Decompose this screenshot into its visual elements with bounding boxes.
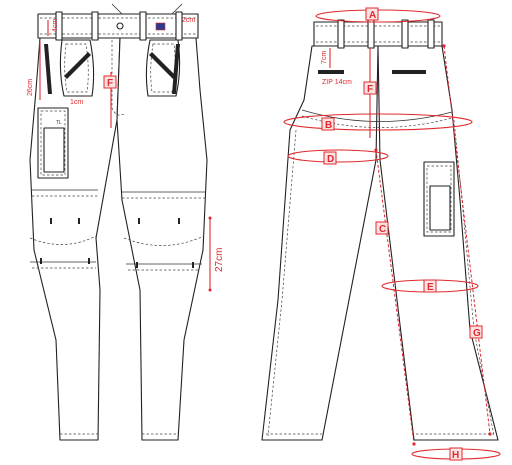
front-view: TL 4cm 26cm 2cm 1cm F 27cm [27, 3, 225, 441]
waist-button [116, 22, 124, 30]
cargo-gap-note: 1cm [70, 99, 83, 106]
inseam-label: C [379, 224, 386, 235]
belt-loop [427, 19, 435, 49]
flag-size-note: 2cm [182, 17, 195, 24]
side-pocket-depth-note: 26cm [27, 79, 34, 96]
zip-icon [318, 70, 344, 74]
zip-length-note: ZIP 14cm [322, 79, 352, 86]
seat-label: B [325, 120, 332, 131]
zip-icon [392, 70, 426, 74]
front-rise-label: F [107, 78, 113, 89]
belt-loop [139, 11, 147, 41]
outseam-label: G [473, 328, 481, 339]
hem-label: H [452, 450, 459, 461]
zip-icon [64, 52, 91, 79]
waist-label: A [369, 10, 376, 21]
front-right-leg [116, 37, 208, 441]
belt-loop [91, 11, 99, 41]
knee-label: E [427, 282, 434, 293]
back-view: A 7cm ZIP 14cm F B D C E G H [261, 7, 501, 461]
zip-icon [149, 52, 176, 79]
belt-loop [175, 11, 183, 41]
svg-text:TL: TL [56, 120, 62, 126]
belt-loop [401, 19, 409, 49]
flag-icon [155, 22, 166, 31]
belt-loop [55, 11, 63, 41]
thigh-label: D [327, 154, 334, 165]
back-left-leg [261, 45, 379, 441]
zip-depth-note: 7cm [321, 51, 328, 64]
back-waistband [313, 21, 443, 47]
back-right-leg [377, 45, 499, 441]
belt-loop [367, 19, 375, 49]
waistband-height-note: 4cm [52, 19, 59, 32]
back-rise-label: F [367, 84, 373, 95]
belt-loop [337, 19, 345, 49]
knee-pad-height-note: 27cm [214, 248, 225, 272]
